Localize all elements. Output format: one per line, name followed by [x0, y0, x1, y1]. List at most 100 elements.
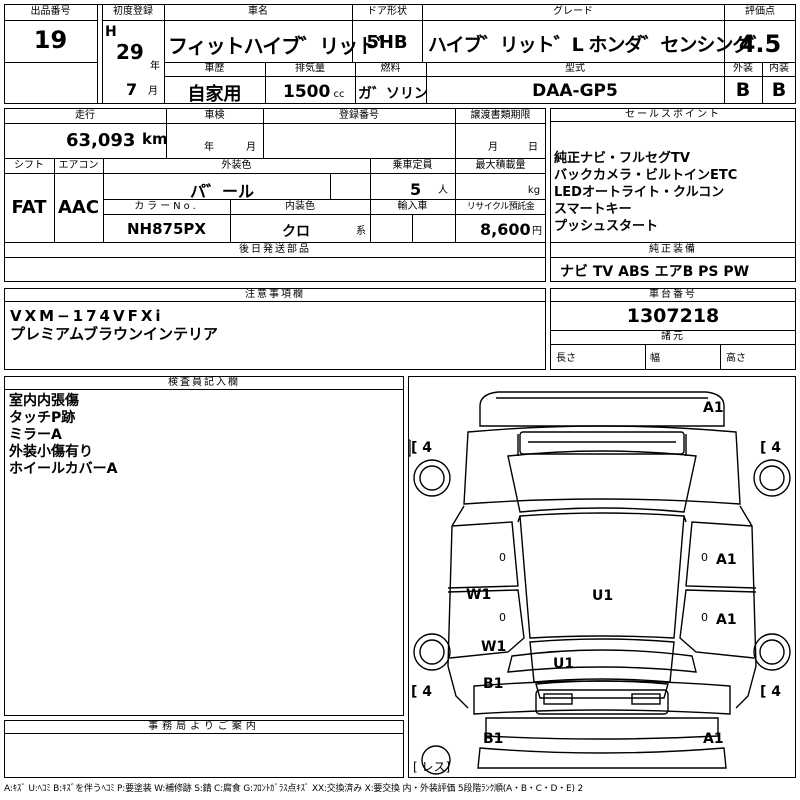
- mark-zero: 0: [701, 551, 708, 564]
- inspector-note: 室内内張傷: [9, 393, 79, 409]
- grade-label: グレード: [553, 6, 593, 17]
- inspector-note: タッチP跡: [9, 410, 76, 426]
- displacement-label: 排気量: [295, 63, 325, 74]
- model-code-label: 型式: [565, 63, 585, 74]
- inspector-note: ホイールカバーA: [9, 461, 118, 477]
- mark-left-rear-door: W1: [466, 587, 492, 603]
- transfer-deadline-label: 譲渡書類期限: [470, 110, 531, 121]
- inspection-year-unit: 年: [204, 142, 214, 153]
- interior-label: 内装: [769, 63, 789, 74]
- score-label: 評価点: [745, 6, 775, 17]
- transfer-month-unit: 月: [488, 142, 498, 153]
- registration-number-label: 登録番号: [339, 110, 379, 121]
- mark-zero: 0: [701, 611, 708, 624]
- cc-unit: cc: [333, 89, 345, 100]
- exterior-grade-value: B: [735, 79, 751, 101]
- kei-unit: 系: [356, 226, 366, 237]
- chassis-box: [550, 288, 796, 370]
- capacity-value: 5: [410, 180, 422, 199]
- mileage-value: 63,093: [66, 130, 136, 151]
- interior-grade-value: B: [771, 79, 787, 101]
- inspector-note: 外装小傷有り: [9, 444, 93, 460]
- vehicle-info-table: [4, 108, 546, 282]
- recycle-fee-value: 8,600: [480, 220, 531, 239]
- mark-front-bumper-left: B1: [483, 731, 504, 747]
- car-diagram: [408, 391, 791, 775]
- fuel-value: ガ゛ソリン: [358, 86, 428, 102]
- mark-rear-a1: A1: [703, 400, 724, 416]
- yen-unit: 円: [532, 226, 542, 237]
- tire-rear-right-value: 4: [771, 440, 782, 456]
- office-notice-box: [4, 720, 404, 778]
- mark-left-front-fender: B1: [483, 676, 504, 692]
- year-unit: 年: [150, 61, 160, 72]
- mark-front-bumper-right: A1: [703, 731, 724, 747]
- displacement-value: 1500: [283, 82, 331, 102]
- spare-tire-value: レス: [421, 760, 446, 774]
- month-unit: 月: [148, 86, 158, 97]
- history-value: 自家用: [187, 84, 242, 105]
- tire-front-left: [ 4: [411, 684, 433, 700]
- tire-rear-left: [ 4: [411, 440, 433, 456]
- legend-footer: A:ｷｽﾞ U:ﾍｺﾐ B:ｷｽﾞを伴うﾍｺﾐ P:要塗装 W:補修跡 S:錆 …: [4, 784, 583, 794]
- width-label: 幅: [650, 353, 660, 364]
- exterior-color-label: 外装色: [221, 160, 252, 171]
- year-value: 29: [116, 40, 144, 64]
- tire-front-right-value: 4: [771, 684, 782, 700]
- mark-roof: U1: [592, 588, 614, 604]
- sales-points-label: セールスポイント: [550, 108, 796, 122]
- color-no-value: NH875PX: [127, 220, 206, 238]
- tire-rear-right: [ 4: [760, 440, 782, 456]
- specs-label: 諸元: [661, 331, 685, 342]
- header-table: [4, 4, 796, 104]
- exterior-color-value: パ゛ール: [190, 182, 255, 201]
- height-label: 高さ: [726, 353, 746, 364]
- mark-zero: 0: [499, 551, 506, 564]
- mark-zero: 0: [499, 611, 506, 624]
- fuel-label: 燃料: [380, 63, 401, 74]
- import-label: 輸入車: [397, 201, 428, 212]
- door-type-value: 5HB: [366, 32, 408, 53]
- transfer-day-unit-static: 日: [528, 142, 538, 153]
- mark-right-front-door: A1: [716, 612, 737, 628]
- inspector-note: ミラーA: [9, 427, 62, 443]
- inspector-notes-box: [4, 376, 404, 716]
- car-name-label: 車名: [248, 6, 268, 17]
- length-label: 長さ: [556, 353, 576, 364]
- spare-tire: [ レス]: [413, 760, 451, 774]
- interior-color-label: 内装色: [285, 201, 315, 212]
- interior-color-value: クロ: [282, 224, 310, 240]
- km-unit: km: [142, 130, 168, 148]
- inspection-month-unit: 月: [246, 142, 256, 153]
- kg-unit: kg: [527, 185, 541, 196]
- tire-rear-left-value: 4: [422, 440, 433, 456]
- notes-line: VXM−174VFXi: [10, 307, 164, 325]
- first-registration-label: 初度登録: [113, 6, 153, 17]
- car-name-value: フィットハイブ゛リット゛: [168, 34, 396, 58]
- model-code-value: DAA-GP5: [532, 81, 618, 101]
- mark-hood: U1: [553, 656, 575, 672]
- shift-label: シフト: [14, 160, 44, 171]
- tire-front-right: [ 4: [760, 684, 782, 700]
- sales-point-item: バックカメラ・ビルトインETC: [554, 168, 738, 183]
- notes-label: 注意事項欄: [4, 288, 546, 302]
- standard-equipment-value: ナビ TV ABS エアB PS PW: [560, 264, 750, 280]
- inspection-label: 車検: [204, 110, 225, 121]
- color-no-label: カラーNo.: [134, 201, 199, 212]
- mileage-label: 走行: [75, 110, 95, 121]
- grade-value: ハイブ゛リット゛L ホンダ゛センシング゛: [428, 34, 769, 56]
- sales-point-item: 純正ナビ・フルセグTV: [554, 151, 690, 166]
- exterior-label: 外装: [733, 63, 753, 74]
- month-value: 7: [126, 80, 138, 99]
- chassis-number-value: 1307218: [626, 305, 720, 327]
- later-parts-label: 後日発送部品: [239, 244, 311, 255]
- lot-number-value: 19: [33, 26, 68, 54]
- sales-points-list: 純正ナビ・フルセグTV バックカメラ・ビルトインETC LEDオートライト・クル…: [554, 150, 737, 235]
- sales-points-box: [550, 108, 796, 282]
- notes-line: プレミアムブラウンインテリア: [10, 325, 219, 343]
- tire-front-left-value: 4: [422, 684, 433, 700]
- lot-number-label: 出品番号: [30, 6, 71, 17]
- mark-left-front-door: W1: [481, 639, 507, 655]
- shift-value: FAT: [11, 197, 47, 218]
- era-value: H: [105, 24, 117, 40]
